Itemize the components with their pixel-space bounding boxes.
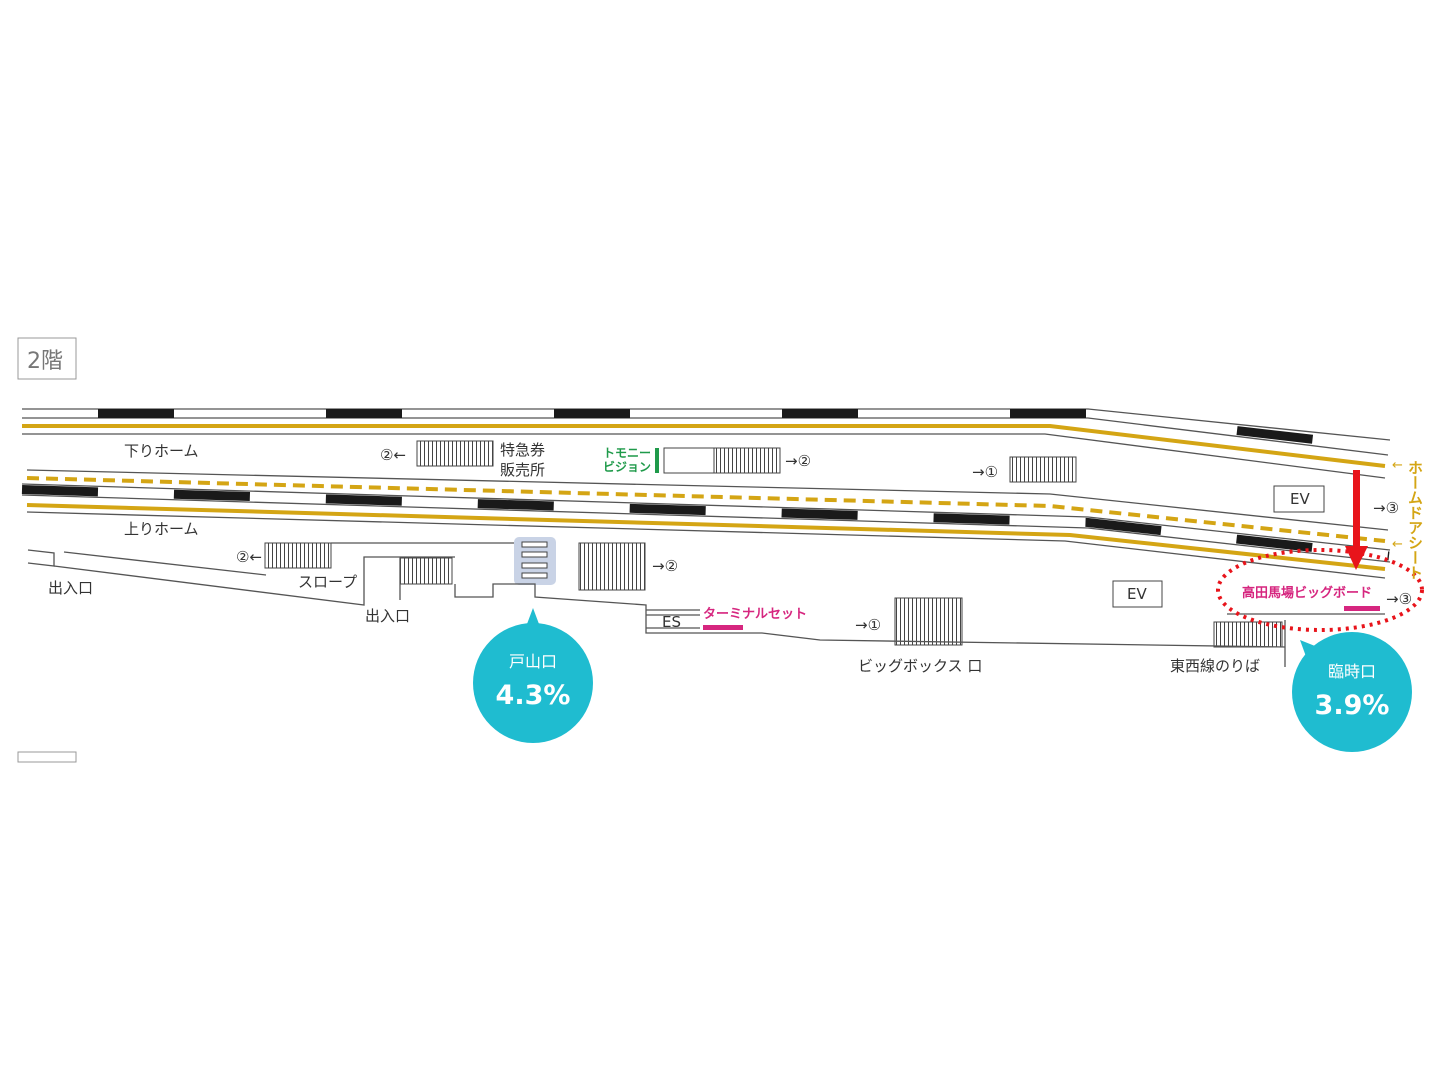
- vision-screen: [655, 448, 659, 473]
- ticket-office-line2: 販売所: [500, 461, 545, 479]
- arrow-from-2-b: ②←: [236, 548, 262, 566]
- exit-middle[interactable]: 出入口: [365, 607, 410, 625]
- es-label: ES: [662, 613, 681, 631]
- bubble-rinji-value: 3.9%: [1315, 690, 1390, 721]
- sheet-arrow-1: ←: [1392, 458, 1403, 473]
- floor-label-box: [17, 337, 77, 380]
- ad-terminal-set: ターミナルセット: [703, 607, 807, 622]
- ev-lower-label: EV: [1127, 585, 1147, 603]
- bubble-toyama: 戸山口 4.3%: [473, 608, 593, 743]
- ad-big-board: 高田馬場ビッグボード: [1242, 585, 1372, 601]
- stairs: [264, 440, 1283, 648]
- ad-marker-bigboard: [1344, 606, 1380, 611]
- arrow-to-1-b: →①: [855, 616, 881, 634]
- ad-marker-terminal: [703, 625, 743, 630]
- arrow-to-2-a: →②: [785, 452, 811, 470]
- tomony-vision-line1: トモニー: [603, 446, 651, 460]
- exit-west[interactable]: 出入口: [48, 579, 93, 597]
- ev-lower: [1112, 580, 1163, 608]
- arrow-to-3-a: →③: [1373, 499, 1399, 517]
- ticket-office-line1: 特急券: [500, 441, 545, 459]
- escalator-steps: [521, 541, 548, 579]
- floor-label: 2階: [27, 349, 63, 374]
- bubble-toyama-value: 4.3%: [496, 680, 571, 711]
- home-door-sheet-label: ホームドアシート: [1406, 460, 1424, 580]
- arrow-to-3-b: →③: [1386, 590, 1412, 608]
- ev-upper-label: EV: [1290, 490, 1310, 508]
- arrow-to-2-b: →②: [652, 557, 678, 575]
- up-platform-label: 上りホーム: [124, 520, 199, 538]
- bubble-rinji: 臨時口 3.9%: [1292, 632, 1412, 752]
- slope-label: スロープ: [298, 573, 357, 591]
- down-track: [22, 408, 1391, 479]
- ev-upper: [1273, 485, 1325, 513]
- next-floor-box: [17, 751, 77, 763]
- red-arrow-shaft: [1353, 470, 1360, 550]
- arrow-from-2: ②←: [380, 446, 406, 464]
- sheet-arrow-2: ←: [1392, 537, 1403, 552]
- down-platform-label: 下りホーム: [124, 442, 199, 460]
- arrow-to-1-a: →①: [972, 463, 998, 481]
- concourse-walls: [27, 542, 1385, 667]
- exit-bigbox[interactable]: ビッグボックス 口: [858, 657, 982, 675]
- tomony-vision-line2: ビジョン: [603, 459, 651, 474]
- exit-tozai-line[interactable]: 東西線のりば: [1170, 657, 1260, 675]
- up-track: [21, 469, 1391, 579]
- bubble-toyama-name: 戸山口: [509, 652, 557, 671]
- red-arrow-head: [1345, 546, 1368, 570]
- bubble-rinji-name: 臨時口: [1328, 662, 1376, 681]
- highlight-circle: [1216, 548, 1424, 632]
